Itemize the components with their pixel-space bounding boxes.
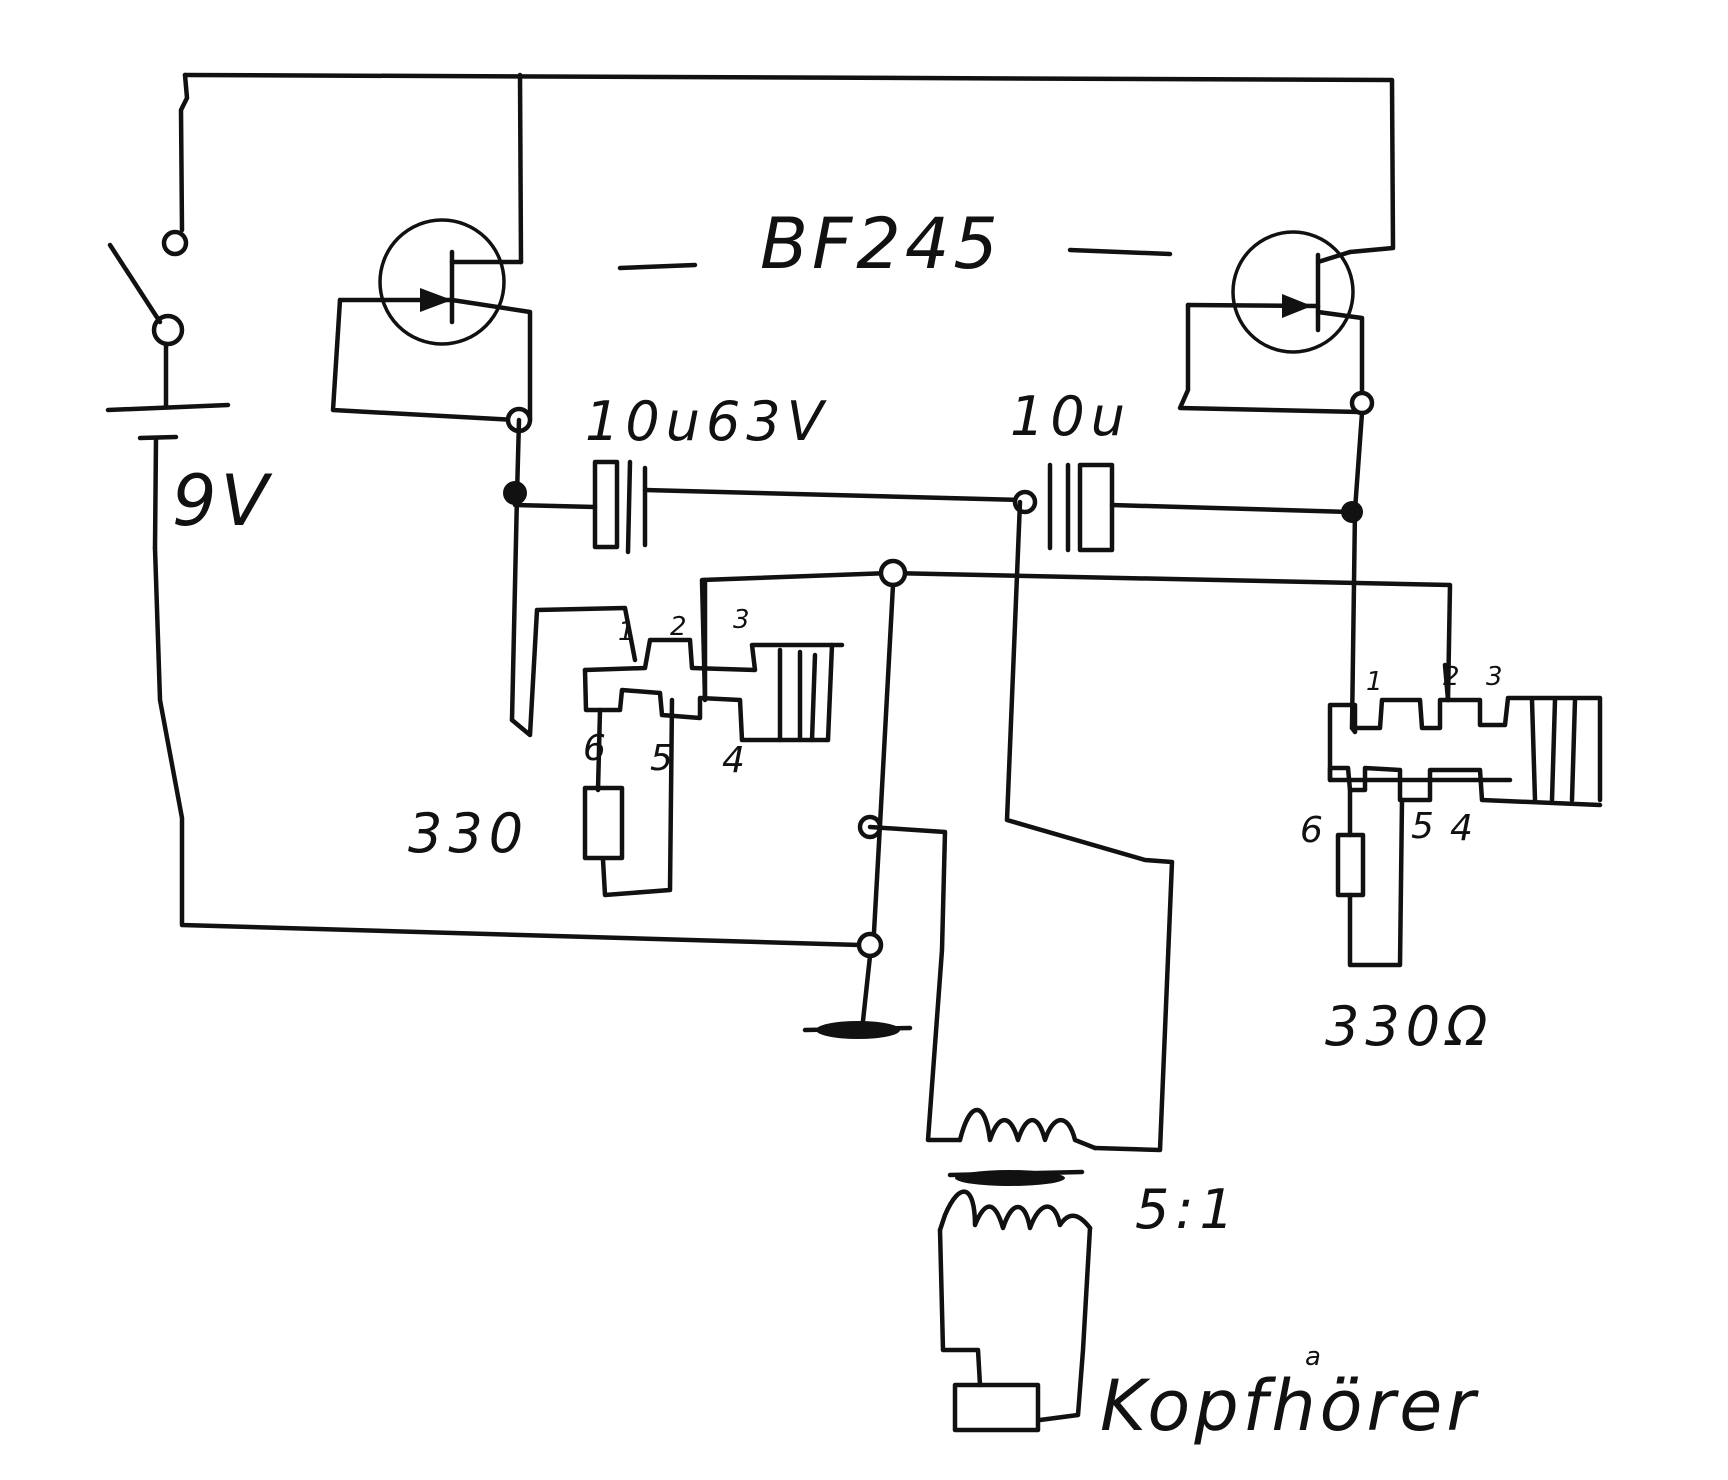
- right-pin-3: 3: [1486, 662, 1503, 692]
- transformer-secondary-coil-icon: [937, 1189, 1093, 1233]
- cap-left-icon: [592, 459, 648, 555]
- right-source-node: [1349, 390, 1375, 416]
- battery-switch-wire: [178, 72, 190, 233]
- transformer-core-icon: [947, 1169, 1085, 1186]
- headphone-accent-mark: a: [1305, 1342, 1321, 1372]
- transformer-primary-left-wire: [867, 824, 963, 1143]
- right-pin-1: 1: [1366, 667, 1383, 697]
- ground-node: [856, 931, 884, 959]
- right-cap-node: [1341, 501, 1363, 523]
- switch-icon: [107, 229, 189, 347]
- battery-voltage-label: 9V: [172, 460, 273, 542]
- right-pin-5: 5: [1411, 806, 1434, 847]
- left-source-down-wire: [509, 417, 522, 723]
- right-pin-6: 6: [1300, 810, 1323, 851]
- right-gate-loop: [1177, 302, 1363, 415]
- left-cap-node: [503, 481, 527, 505]
- cap-right-label: 10u: [1010, 385, 1131, 448]
- ground-icon: [802, 953, 913, 1039]
- left-pin-4: 4: [722, 740, 745, 781]
- headphone-icon: [952, 1382, 1041, 1433]
- left-pin-2: 2: [670, 612, 687, 642]
- right-pin-2: 2: [1443, 662, 1460, 692]
- cap-left-label: 10u63V: [585, 390, 830, 453]
- right-jfet-icon: [1185, 230, 1365, 403]
- left-transistor-drain-wire: [517, 72, 524, 265]
- cap-right-wire: [1109, 502, 1353, 515]
- cap-left-wire-a: [512, 502, 598, 510]
- left-pot-block-icon: [509, 577, 845, 898]
- transformer-primary-coil-icon: [957, 1107, 1098, 1151]
- secondary-right-wire: [1037, 1225, 1093, 1423]
- transformer-ratio-label: 5:1: [1135, 1178, 1240, 1241]
- right-pin-4: 4: [1450, 808, 1473, 849]
- right-source-down-wire: [1349, 410, 1365, 731]
- left-gate-loop: [330, 297, 518, 423]
- right-pot-block-icon: [1327, 662, 1603, 968]
- left-pin-3: 3: [733, 605, 750, 635]
- headphone-label: Kopfhörer: [1100, 1365, 1479, 1447]
- top-rail-wire: [182, 72, 1396, 255]
- cap-mid-wire: [642, 487, 1023, 503]
- bias-down-wire: [870, 582, 896, 953]
- bf245-dash-right: [1067, 247, 1173, 257]
- transformer-primary-right-wire: [1004, 499, 1175, 1153]
- left-pin-5: 5: [650, 738, 673, 779]
- left-return-wire: [152, 545, 863, 948]
- left-pin-1: 1: [618, 617, 635, 647]
- left-jfet-icon: [337, 218, 533, 423]
- cap-right-icon: [1047, 462, 1115, 553]
- bf245-label: BF245: [760, 203, 1002, 285]
- battery-icon: [105, 402, 231, 551]
- resistor-right-label: 330Ω: [1325, 995, 1493, 1058]
- resistor-left-label: 330: [408, 802, 529, 865]
- left-pin-6: 6: [583, 728, 606, 769]
- secondary-left-wire: [937, 1227, 983, 1388]
- bias-node: [878, 558, 908, 588]
- bf245-dash-left: [617, 262, 698, 271]
